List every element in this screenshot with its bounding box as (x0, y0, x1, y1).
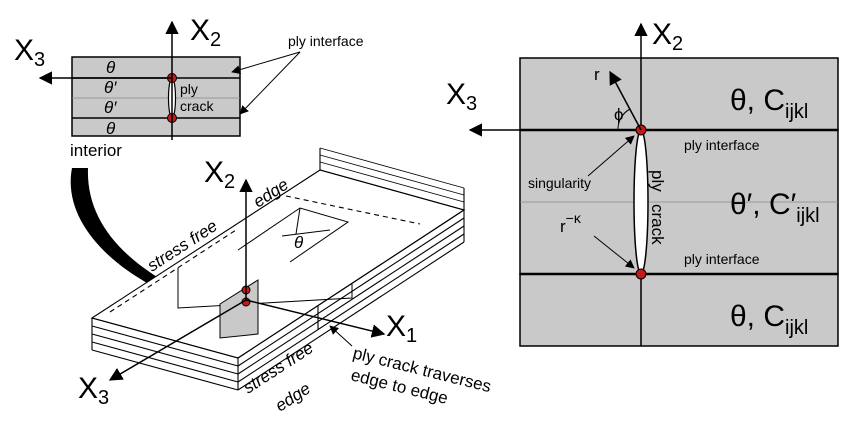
inset-x3-label: X3 (14, 34, 45, 71)
inset-x2-label: X2 (190, 14, 221, 51)
top-layer-label: θ, Cijkl (730, 84, 808, 123)
ply-crack-label: crack (648, 204, 667, 245)
inset-crack-label: crack (180, 98, 214, 114)
bottom-layer-label: θ, Cijkl (730, 300, 808, 339)
inset-layer-label: θ (106, 119, 116, 138)
crack-tip-detail: X2 X3 ply crack r ϕ θ, Cijkl θ′, C′ijkl … (446, 18, 839, 347)
laminate-block (90, 147, 466, 391)
zoom-arrow (70, 168, 184, 298)
detail-ply-crack (633, 129, 649, 275)
inset-layer-label: θ′ (104, 78, 117, 97)
singularity-pointer (587, 135, 635, 177)
ply-interface-label: ply interface (684, 251, 760, 267)
fiber-angle-label: θ (294, 233, 304, 252)
laminate-x2-label: X2 (204, 156, 235, 193)
ply-interface-label: ply interface (684, 137, 760, 153)
inset-stack (71, 56, 241, 137)
laminate-x3-axis (108, 299, 247, 381)
inset-ply-label: ply (180, 81, 198, 97)
crack-tip-marker (635, 268, 647, 280)
ply-interface-pointer (239, 51, 301, 115)
r-kappa-label: r−κ (560, 210, 582, 236)
polar-phi-arc (617, 108, 631, 131)
detail-top-layer (519, 57, 839, 131)
laminate-x3-label: X3 (78, 372, 109, 409)
ply-interface-pointer (231, 51, 301, 75)
laminate-x1-label: X1 (386, 310, 417, 347)
detail-x2-label: X2 (652, 18, 683, 55)
polar-r-label: r (594, 65, 600, 84)
polar-phi-label: ϕ (614, 105, 624, 124)
laminate-x1-axis (245, 299, 386, 338)
polar-r-vector (609, 70, 642, 131)
singularity-pointer (593, 235, 635, 269)
inset-layer-label: θ (106, 58, 116, 77)
singularity-label: singularity (528, 175, 591, 191)
traverse-pointer (329, 325, 353, 347)
stress-free-edge-label: edge (272, 379, 314, 416)
inset-laminate: θ θ′ θ′ θ ply crack X2 X3 ply interface … (14, 14, 364, 160)
ply-crack-label: ply (648, 170, 667, 192)
inset-ply-interface-label: ply interface (288, 33, 364, 49)
detail-x3-label: X3 (446, 78, 477, 115)
mid-layer-label: θ′, C′ijkl (730, 188, 820, 227)
detail-bottom-layer (519, 273, 839, 347)
inset-layer-label: θ′ (104, 98, 117, 117)
interior-label: interior (70, 141, 122, 160)
